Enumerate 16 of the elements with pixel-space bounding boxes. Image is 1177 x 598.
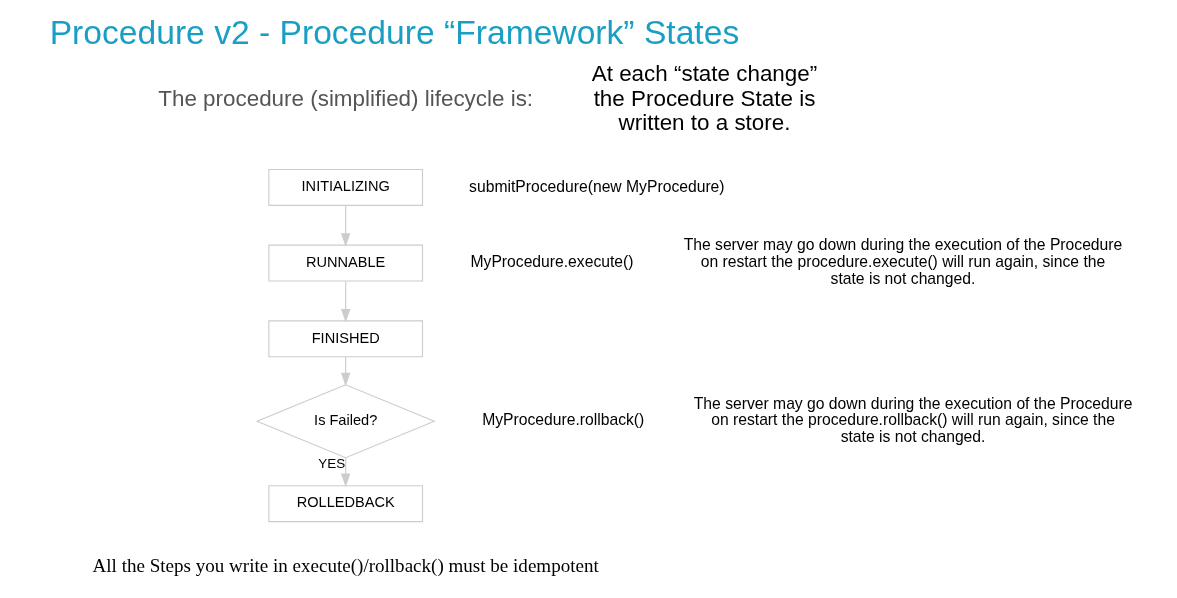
arrow (340, 280, 350, 323)
node-box: INITIALIZING (267, 168, 423, 206)
node-diamond: Is Failed? (255, 384, 436, 459)
label: All the Steps you write in execute()/rollback() must be idempotent (92, 555, 599, 577)
arrow (340, 205, 350, 247)
node-box: ROLLEDBACK (267, 485, 423, 523)
node-box: FINISHED (267, 320, 423, 358)
label: submitProcedure(new MyProcedure) (468, 177, 725, 195)
label: MyProcedure.execute() (469, 253, 634, 271)
node-box: RUNNABLE (267, 244, 423, 282)
label: MyProcedure.rollback() (481, 411, 644, 429)
diagram-title: Procedure v2 - Procedure “Framework” States (49, 13, 739, 51)
label: The server may go down during the execution of the Procedure on restart the procedure.rollback() will run again, since the state is not changed. (693, 394, 1132, 446)
label: At each “state change” the Procedure State is written to a store. (591, 60, 817, 136)
label: The server may go down during the execution of the Procedure on restart the procedure.execute() will run again, since the state is not changed. (683, 236, 1122, 288)
label: The procedure (simplified) lifecycle is: (157, 85, 533, 111)
